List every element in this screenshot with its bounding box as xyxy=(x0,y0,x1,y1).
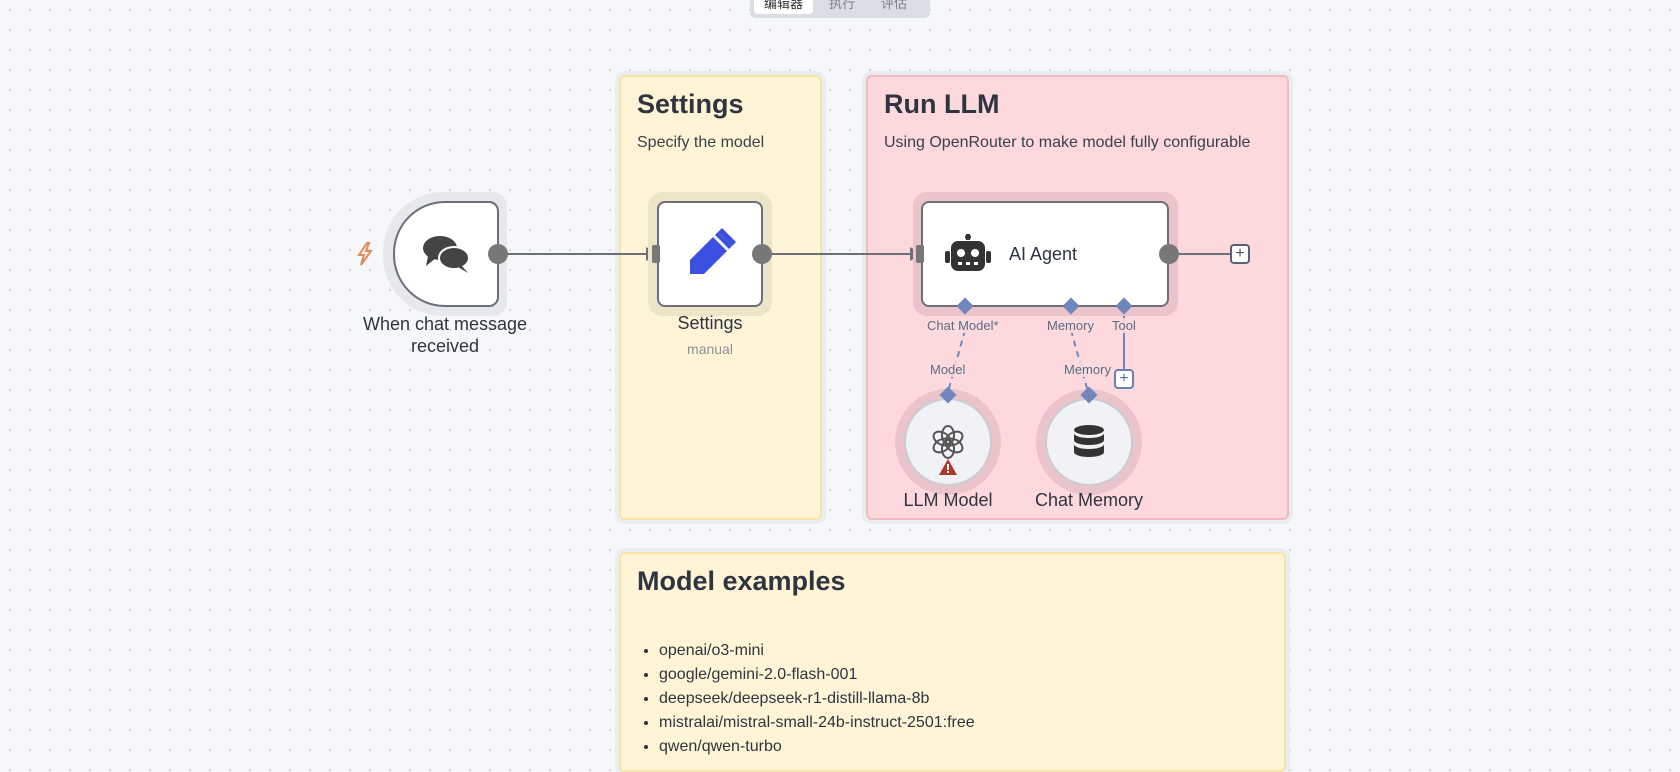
model-list: openai/o3-mini google/gemini-2.0-flash-0… xyxy=(637,639,1268,759)
port-label-memory-in: Memory xyxy=(1062,362,1113,377)
sticky-title: Run LLM xyxy=(884,89,1000,119)
warning-icon xyxy=(939,459,957,475)
port-label-chat-model: Chat Model* xyxy=(925,318,1001,333)
sticky-text: Using OpenRouter to make model fully con… xyxy=(884,134,1251,151)
dashed-connection-line xyxy=(947,329,966,393)
node-ai-agent[interactable]: AI Agent xyxy=(921,201,1169,307)
sticky-title: Settings xyxy=(637,89,744,119)
robot-icon xyxy=(945,234,991,271)
tab-executions[interactable]: 执行 xyxy=(829,0,856,11)
output-port[interactable] xyxy=(488,244,508,264)
lightning-trigger-icon xyxy=(357,242,373,266)
openai-logo-icon xyxy=(932,425,964,459)
add-node-button[interactable]: + xyxy=(1230,244,1250,264)
sticky-text: Specify the model xyxy=(637,134,765,151)
port-label-memory: Memory xyxy=(1045,318,1096,333)
list-item: qwen/qwen-turbo xyxy=(659,735,1268,759)
view-tabs: 编辑器 执行 评估 xyxy=(750,0,930,18)
node-label-settings: Settings xyxy=(677,313,743,333)
sticky-note-model-examples[interactable]: Model examples openai/o3-mini google/gem… xyxy=(619,552,1286,772)
dashed-connection-line xyxy=(1070,329,1089,393)
connection-wires xyxy=(498,247,1230,393)
chat-bubbles-icon xyxy=(423,236,470,273)
output-port[interactable] xyxy=(752,244,772,264)
node-label-llm: LLM Model xyxy=(903,490,993,510)
list-item: google/gemini-2.0-flash-001 xyxy=(659,663,1268,687)
node-chat-trigger[interactable] xyxy=(393,201,499,307)
database-icon xyxy=(1074,425,1104,457)
port-label-model-in: Model xyxy=(928,362,968,377)
node-chat-memory[interactable] xyxy=(1045,398,1133,486)
list-item: openai/o3-mini xyxy=(659,639,1268,663)
list-item: deepseek/deepseek-r1-distill-llama-8b xyxy=(659,687,1268,711)
node-label-memory: Chat Memory xyxy=(1034,490,1144,510)
node-settings[interactable] xyxy=(657,201,763,307)
list-item: mistralai/mistral-small-24b-instruct-250… xyxy=(659,711,1268,735)
sticky-title: Model examples xyxy=(637,566,846,596)
tab-editor[interactable]: 编辑器 xyxy=(754,0,814,14)
input-port[interactable] xyxy=(652,245,660,263)
node-title-agent: AI Agent xyxy=(1009,243,1078,264)
add-tool-button[interactable]: + xyxy=(1114,369,1134,389)
node-sublabel-settings: manual xyxy=(687,341,733,357)
node-label-trigger: When chat message received xyxy=(362,314,528,356)
port-label-tool: Tool xyxy=(1110,318,1138,333)
output-port[interactable] xyxy=(1159,244,1179,264)
tab-evaluations[interactable]: 评估 xyxy=(881,0,908,11)
pencil-icon xyxy=(690,228,736,274)
input-port[interactable] xyxy=(916,245,924,263)
